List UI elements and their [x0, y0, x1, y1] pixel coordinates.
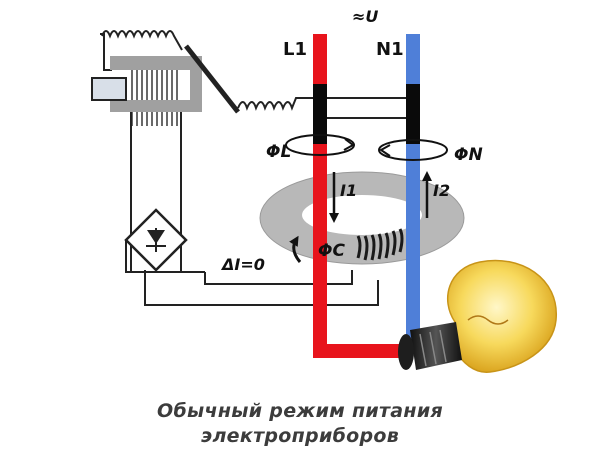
bulb-glass — [446, 259, 557, 373]
relay-spring — [101, 30, 183, 51]
relay-plunger — [91, 77, 127, 101]
line-label: L1 — [283, 39, 307, 60]
relay-yoke — [110, 56, 202, 70]
contact-spring — [237, 97, 318, 111]
rectifier-bridge — [124, 112, 379, 306]
neutral-conductor — [406, 34, 420, 340]
neutral-label: N1 — [376, 39, 404, 60]
voltage-label: ≈U — [352, 7, 378, 26]
relay-coil — [131, 62, 178, 126]
trip-lever — [184, 44, 240, 114]
core-flux-arrow — [289, 235, 302, 263]
light-bulb — [398, 259, 557, 373]
neutral-contact — [406, 84, 420, 144]
flux-loop-neutral — [378, 139, 448, 161]
flux-line-label: ΦL — [266, 142, 291, 162]
trip-relay — [91, 30, 318, 272]
bulb-base — [410, 322, 462, 370]
current-2-label: I2 — [433, 181, 450, 200]
toroid-coil — [356, 228, 404, 261]
flux-neutral-label: ΦN — [454, 145, 483, 165]
current-1-label: I1 — [340, 181, 357, 200]
flux-loop-line — [285, 134, 355, 156]
core-flux-label: ΦC — [318, 241, 345, 261]
caption-line-1: Обычный режим питания — [157, 400, 443, 422]
delta-current-label: ΔI=0 — [220, 255, 265, 274]
line-conductor — [313, 34, 413, 358]
caption-line-2: электроприборов — [200, 425, 400, 447]
line-contact — [313, 84, 327, 144]
